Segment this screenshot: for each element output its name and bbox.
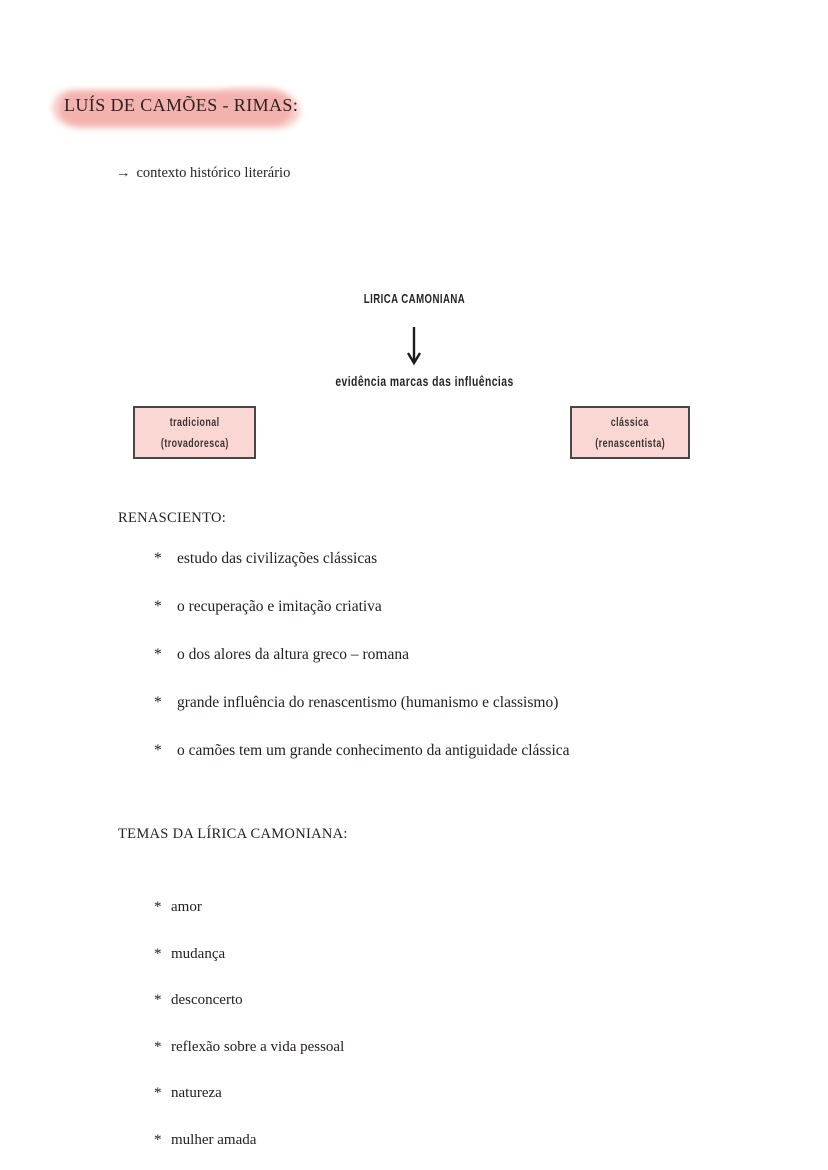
asterisk-bullet: * <box>154 550 162 567</box>
list-item-text: o camões tem um grande conhecimento da a… <box>177 742 570 759</box>
list-item-text: mulher amada <box>171 1131 257 1148</box>
diagram-arrow-row <box>0 326 828 371</box>
temas-list: * amor * mudança * desconcerto * reflexã… <box>154 897 344 1170</box>
diagram-top-label-row: LIRICA CAMONIANA <box>0 290 828 308</box>
asterisk-bullet: * <box>154 1085 162 1101</box>
list-item: * mudança <box>154 944 344 964</box>
diagram-top-label: LIRICA CAMONIANA <box>363 291 465 306</box>
down-arrow-icon <box>406 327 422 366</box>
subtitle-line: → contexto histórico literário <box>116 165 290 182</box>
asterisk-bullet: * <box>154 646 162 663</box>
asterisk-bullet: * <box>154 694 162 711</box>
list-item: * estudo das civilizações clássicas <box>154 549 570 569</box>
tradicional-box-line2: (trovadoresca) <box>160 436 229 450</box>
title-highlight <box>52 86 300 130</box>
classica-box-line2: (renascentista) <box>595 436 665 450</box>
list-item-text: desconcerto <box>171 992 243 1008</box>
right-arrow-icon: → <box>116 165 131 181</box>
list-item-text: o recuperação e imitação criativa <box>177 598 382 615</box>
list-item: * desconcerto <box>154 990 344 1010</box>
list-item: * o dos alores da altura greco – romana <box>154 645 570 665</box>
list-item-text: reflexão sobre a vida pessoal <box>171 1038 345 1055</box>
asterisk-bullet: * <box>154 598 162 615</box>
asterisk-bullet: * <box>154 899 162 915</box>
list-item: * o camões tem um grande conhecimento da… <box>154 741 570 761</box>
asterisk-bullet: * <box>154 945 162 962</box>
renasciento-list: * estudo das civilizações clássicas * o … <box>154 549 570 789</box>
diagram-caption-row: evidência marcas das influências <box>0 373 828 391</box>
list-item: * grande influência do renascentismo (hu… <box>154 693 570 713</box>
list-item-text: natureza <box>171 1085 222 1101</box>
subtitle-text: contexto histórico literário <box>136 165 291 181</box>
tradicional-box: tradicional (trovadoresca) <box>133 406 256 459</box>
tradicional-box-line1: tradicional <box>169 415 220 429</box>
section-heading-temas: TEMAS DA LÍRICA CAMONIANA: <box>118 826 348 842</box>
diagram-caption: evidência marcas das influências <box>334 373 514 389</box>
list-item: * amor <box>154 897 344 917</box>
asterisk-bullet: * <box>154 992 162 1008</box>
list-item-text: o dos alores da altura greco – romana <box>177 646 409 663</box>
section-heading-renasciento: RENASCIENTO: <box>118 510 227 526</box>
classica-box: clássica (renascentista) <box>570 406 690 459</box>
list-item: * o recuperação e imitação criativa <box>154 597 570 617</box>
list-item-text: amor <box>171 899 202 915</box>
list-item-text: grande influência do renascentismo (huma… <box>177 694 559 711</box>
list-item: * reflexão sobre a vida pessoal <box>154 1037 344 1057</box>
asterisk-bullet: * <box>154 1038 162 1055</box>
asterisk-bullet: * <box>154 742 162 759</box>
highlight-blob-main <box>60 92 292 125</box>
list-item-text: mudança <box>171 945 226 962</box>
asterisk-bullet: * <box>154 1131 162 1148</box>
list-item: * mulher amada <box>154 1130 344 1150</box>
page-title: LUÍS DE CAMÕES - RIMAS: <box>64 95 299 115</box>
classica-box-line1: clássica <box>610 415 650 429</box>
list-item: * natureza <box>154 1083 344 1103</box>
list-item-text: estudo das civilizações clássicas <box>177 550 378 567</box>
